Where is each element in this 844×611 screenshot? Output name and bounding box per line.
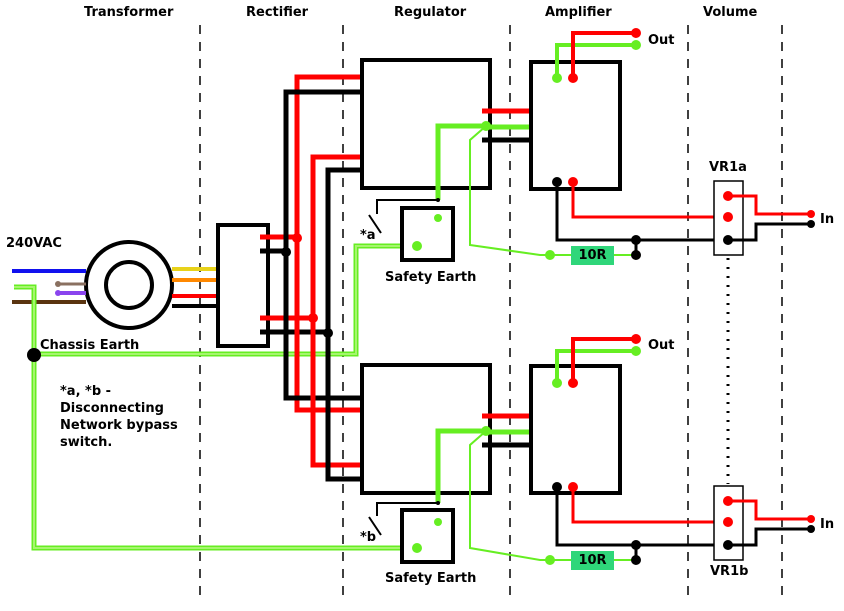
switch-b-label: *b: [360, 530, 377, 545]
volume-pot-bottom: [713, 485, 815, 561]
regulator-bottom: [360, 363, 550, 564]
regulator-top: [360, 58, 550, 262]
section-amplifier: Amplifier: [545, 5, 612, 20]
volume-pot-top: [713, 180, 815, 256]
chassis-earth-point: [27, 348, 41, 362]
in-top-label: In: [820, 212, 835, 227]
in-bottom-label: In: [820, 517, 835, 532]
earth-wires: [14, 243, 416, 551]
chassis-earth-label: Chassis Earth: [40, 338, 140, 353]
resistor-top: 10R: [571, 246, 614, 265]
safety-earth-top-label: Safety Earth: [385, 270, 477, 285]
vr-bottom-label: VR1b: [710, 564, 749, 579]
switch-a-label: *a: [360, 228, 376, 243]
section-dividers: [199, 25, 783, 600]
mains-label: 240VAC: [6, 236, 62, 251]
transformer: [12, 240, 225, 330]
section-transformer: Transformer: [84, 5, 174, 20]
section-rectifier: Rectifier: [246, 5, 309, 20]
vr-top-label: VR1a: [709, 160, 747, 175]
safety-earth-bottom-label: Safety Earth: [385, 571, 477, 586]
out-bottom-label: Out: [648, 338, 675, 353]
rectifier: [216, 74, 368, 482]
out-top-label: Out: [648, 33, 675, 48]
amplifier-top: [529, 28, 727, 260]
section-volume: Volume: [703, 5, 758, 20]
amplifier-bottom: [529, 334, 727, 565]
bypass-switch-note: *a, *b - Disconnecting Network bypass sw…: [60, 384, 178, 450]
section-regulator: Regulator: [394, 5, 467, 20]
resistor-bottom: 10R: [571, 551, 614, 570]
